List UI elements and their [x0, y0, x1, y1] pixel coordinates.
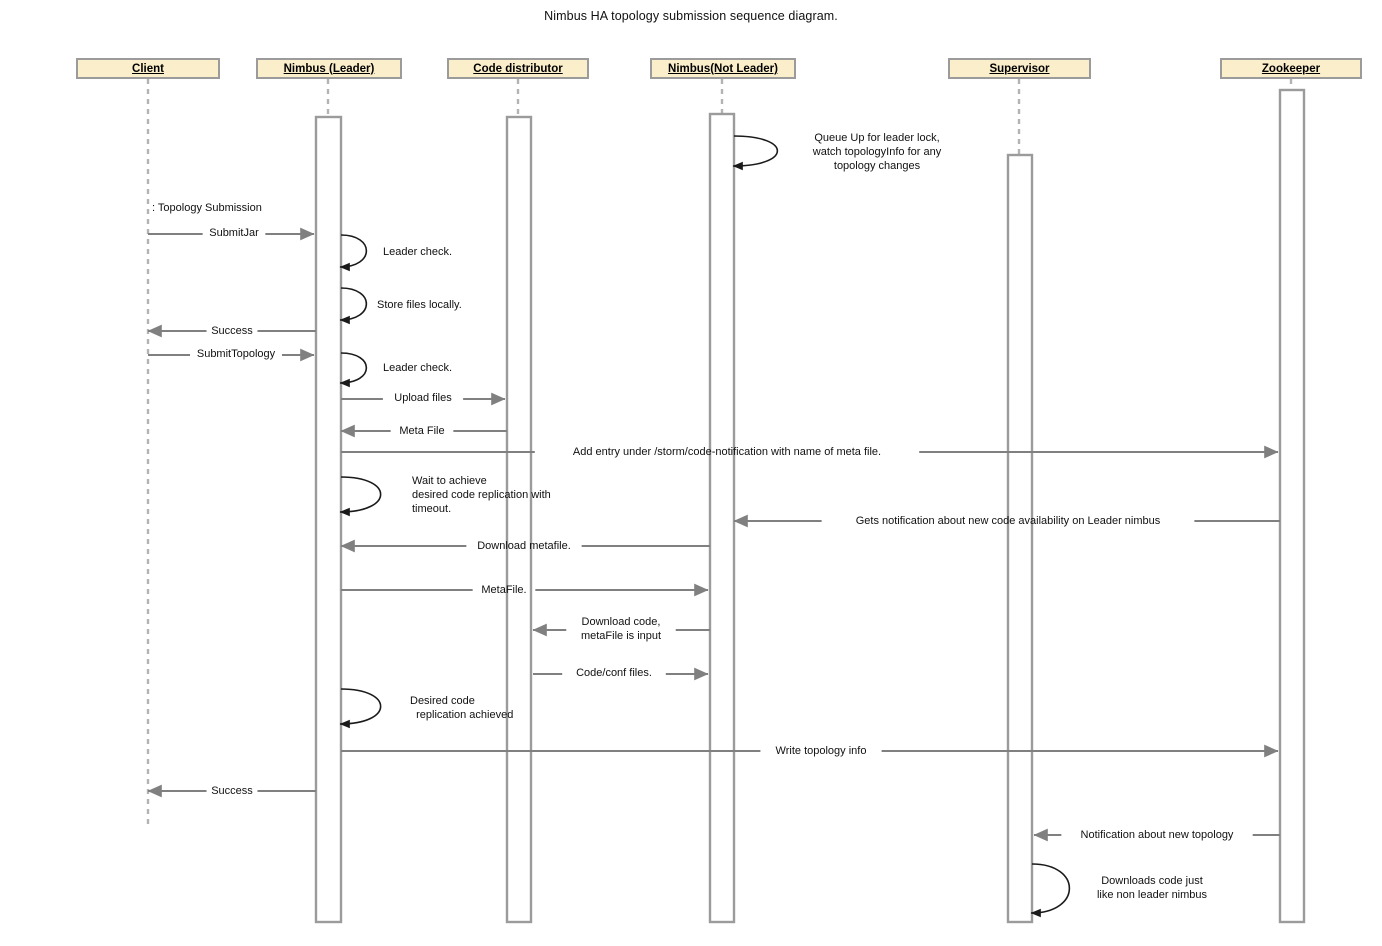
- message-label-metafile: MetaFile.: [481, 584, 527, 596]
- message-label-meta-file: Meta File: [399, 425, 445, 437]
- message-label-upload-files: Upload files: [394, 392, 452, 404]
- lifeline-head-client[interactable]: Client: [76, 58, 220, 79]
- self-message-label-desired-replication: Desired code replication achieved: [410, 695, 514, 721]
- message-label-gets-notification: Gets notification about new code availab…: [855, 515, 1161, 527]
- activation-bar-nimbusnl: [708, 112, 736, 924]
- lifeline-label-zookeeper: Zookeeper: [1261, 62, 1321, 75]
- activation-bar-codedist: [505, 115, 533, 924]
- note-topology-submission: : Topology Submission: [152, 202, 262, 214]
- self-message-label-store-files-locally: Store files locally.: [377, 299, 462, 311]
- lifeline-label-nimbus: Nimbus (Leader): [283, 62, 375, 75]
- page-title: Nimbus HA topology submission sequence d…: [544, 9, 838, 23]
- lifeline-label-supervisor: Supervisor: [989, 62, 1050, 75]
- self-message-wait-to-achieve: [339, 476, 382, 517]
- message-label-download-metafile: Download metafile.: [477, 540, 571, 552]
- lifeline-head-codedist[interactable]: Code distributor: [447, 58, 589, 79]
- self-message-label-leader-check-1: Leader check.: [383, 246, 453, 258]
- lifeline-head-nimbus[interactable]: Nimbus (Leader): [256, 58, 402, 79]
- self-message-label-downloads-code: Downloads code just like non leader nimb…: [1096, 875, 1208, 901]
- activation-bar-zookeeper: [1278, 88, 1306, 924]
- activation-bar-nimbus: [314, 115, 343, 924]
- message-label-submitjar: SubmitJar: [209, 227, 259, 239]
- message-label-write-topology: Write topology info: [775, 745, 867, 757]
- message-label-success-1: Success: [211, 325, 253, 337]
- message-label-success-2: Success: [211, 785, 253, 797]
- self-message-store-files-locally: [339, 287, 367, 325]
- self-message-label-wait-to-achieve: Wait to achieve desired code replication…: [412, 475, 551, 515]
- activation-bars: [314, 88, 1306, 924]
- lifeline-label-codedist: Code distributor: [473, 62, 563, 75]
- lifeline-dashed-lines: [146, 79, 1293, 825]
- lifeline-label-client: Client: [132, 62, 164, 75]
- self-message-queue-up-leader-lock: [732, 135, 778, 171]
- message-arrows: [147, 227, 1280, 842]
- self-message-desired-replication: [339, 688, 382, 729]
- message-label-add-entry: Add entry under /storm/code-notification…: [572, 446, 882, 458]
- message-label-submittopology: SubmitTopology: [196, 348, 276, 360]
- lifeline-head-zookeeper[interactable]: Zookeeper: [1220, 58, 1362, 79]
- self-message-arrows: [339, 135, 1070, 918]
- self-message-downloads-code: [1030, 863, 1070, 918]
- message-label-notification-new-topology: Notification about new topology: [1080, 829, 1234, 841]
- activation-bar-supervisor: [1006, 153, 1034, 924]
- lifeline-label-nimbusnl: Nimbus(Not Leader): [668, 62, 778, 75]
- message-label-code-conf-files: Code/conf files.: [576, 667, 652, 679]
- self-message-label-queue-up-leader-lock: Queue Up for leader lock, watch topology…: [812, 132, 942, 172]
- lifeline-head-nimbusnl[interactable]: Nimbus(Not Leader): [650, 58, 796, 79]
- self-message-leader-check-1: [339, 234, 367, 272]
- lifeline-head-supervisor[interactable]: Supervisor: [948, 58, 1091, 79]
- self-message-label-leader-check-2: Leader check.: [383, 362, 453, 374]
- message-label-download-code: Download code, metaFile is input: [580, 616, 662, 642]
- self-message-leader-check-2: [339, 352, 368, 388]
